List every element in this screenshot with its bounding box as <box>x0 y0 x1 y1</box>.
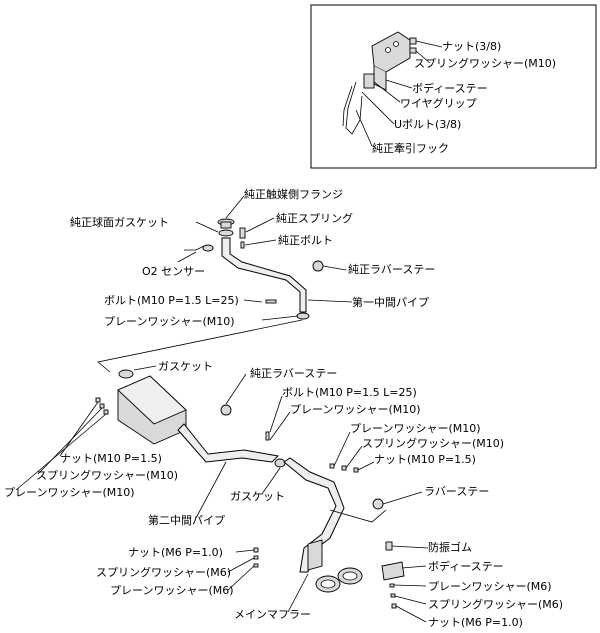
label-mid-bolt: ボルト(M10 P=1.5 L=25) <box>282 386 417 399</box>
section-connector <box>97 319 303 373</box>
oem-tow-hook-part <box>345 81 363 135</box>
label-rear-nut-right: ナット(M6 P=1.0) <box>428 616 523 629</box>
label-left-nut: ナット(M10 P=1.5) <box>60 452 162 465</box>
rear-body-stay-part <box>381 561 405 581</box>
o2-sensor-part <box>202 244 214 252</box>
label-main-muffler: メインマフラー <box>234 608 311 621</box>
label-rear-spring-washer-right: スプリングワッシャー(M6) <box>428 597 563 611</box>
label-rear-plain-washer-left: プレーンワッシャー(M6) <box>110 584 234 597</box>
mid-oem-rubber-stay-part <box>220 404 232 416</box>
rubber-stay-part <box>372 498 384 510</box>
label-mid-plain-washer-right: プレーンワッシャー(M10) <box>290 403 421 416</box>
ball-gasket-part <box>218 229 234 237</box>
label-gasket-top: ガスケット <box>158 360 213 373</box>
label-oem-cat-flange: 純正触媒側フランジ <box>244 187 343 201</box>
label-rear-body-stay: ボディーステー <box>428 559 504 573</box>
label-u-bolt: Uボルト(3/8) <box>394 118 461 131</box>
label-oem-tow-hook: 純正牽引フック <box>372 141 449 155</box>
label-rubber-stay: ラバーステー <box>424 485 489 498</box>
label-front-plain-washer: プレーンワッシャー(M10) <box>104 315 235 328</box>
rear-section: ナット(M6 P=1.0) スプリングワッシャー(M6) プレーンワッシャー(M… <box>96 457 563 629</box>
label-oem-ball-gasket: 純正球面ガスケット <box>70 215 169 229</box>
label-anti-vibration-rubber: 防振ゴム <box>428 540 472 554</box>
label-mid-spring-washer: スプリングワッシャー(M10) <box>362 436 504 450</box>
label-first-mid-pipe: 第一中間パイプ <box>352 295 429 309</box>
oem-spring-part <box>239 227 246 239</box>
label-oem-bolt: 純正ボルト <box>278 234 333 247</box>
label-front-bolt: ボルト(M10 P=1.5 L=25) <box>104 294 239 307</box>
inset-frame <box>310 4 597 169</box>
label-inset-spring-washer: スプリングワッシャー(M10) <box>414 56 556 70</box>
second-mid-pipe-part <box>177 423 280 463</box>
front-section: 純正触媒側フランジ 純正球面ガスケット 純正スプリング 純正ボルト O2 センサ… <box>70 187 435 328</box>
inset-nut-part <box>409 37 417 45</box>
anti-vibration-rubber-part <box>385 541 393 551</box>
label-rear-nut-left: ナット(M6 P=1.0) <box>128 546 223 559</box>
inset-washer-part <box>409 47 417 54</box>
oem-bolt-part <box>240 241 245 249</box>
gasket-bottom-part <box>274 458 286 468</box>
first-mid-pipe-part <box>221 237 307 313</box>
inset-panel: ナット(3/8) スプリングワッシャー(M10) ボディーステー ワイヤグリップ… <box>310 4 597 169</box>
label-oem-spring: 純正スプリング <box>276 211 353 225</box>
label-second-mid-pipe: 第二中間パイプ <box>148 513 225 527</box>
label-rear-plain-washer-right: プレーンワッシャー(M6) <box>428 580 552 593</box>
label-left-spring-washer: スプリングワッシャー(M10) <box>36 468 178 482</box>
label-inset-body-stay: ボディーステー <box>412 81 488 95</box>
label-front-oem-rubber-stay: 純正ラバーステー <box>348 263 435 276</box>
label-mid-oem-rubber-stay: 純正ラバーステー <box>250 367 337 380</box>
main-muffler-part <box>283 457 345 573</box>
label-rear-spring-washer-left: スプリングワッシャー(M6) <box>96 565 231 579</box>
label-inset-nut: ナット(3/8) <box>442 40 501 53</box>
label-mid-plain-washer: プレーンワッシャー(M10) <box>350 422 481 435</box>
wire-grip-part <box>363 73 375 89</box>
gasket-top-part <box>118 369 134 379</box>
label-mid-nut: ナット(M10 P=1.5) <box>374 453 476 466</box>
label-gasket-bottom: ガスケット <box>230 490 285 503</box>
label-left-plain-washer: プレーンワッシャー(M10) <box>4 486 135 499</box>
middle-section: ガスケット 純正ラバーステー ボルト(M10 P=1.5 L=25) プレーンワ… <box>4 360 504 527</box>
label-o2-sensor: O2 センサー <box>142 265 205 278</box>
label-wire-grip: ワイヤグリップ <box>400 96 477 110</box>
front-rubber-stay-part <box>312 260 324 272</box>
